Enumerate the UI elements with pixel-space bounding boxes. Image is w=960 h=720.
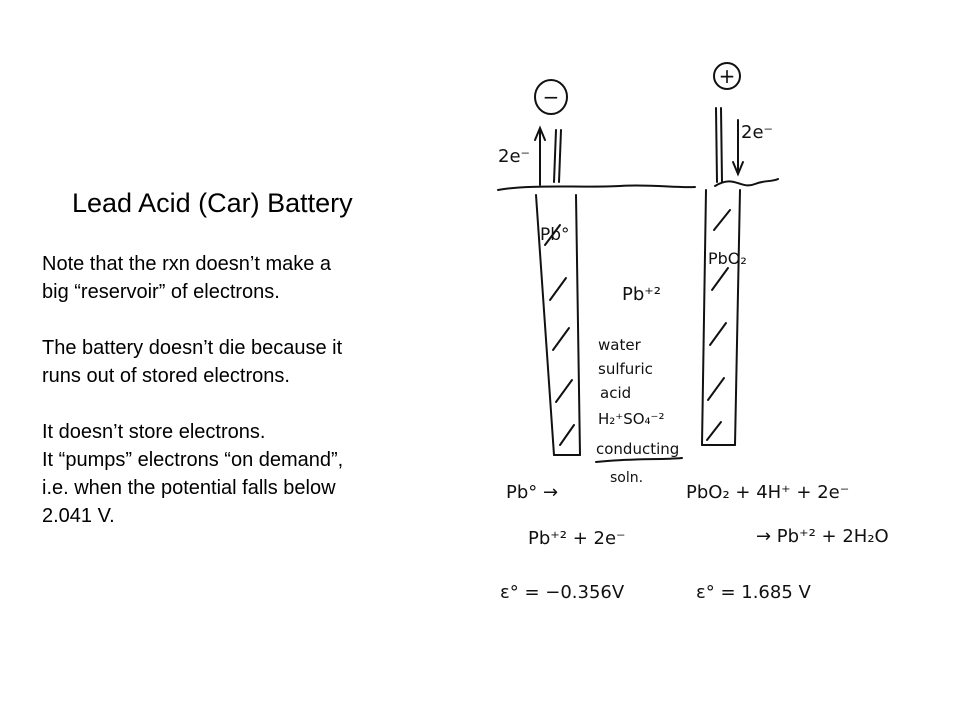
arrow-head — [732, 161, 744, 177]
hatch-line — [706, 421, 722, 441]
hatch-line — [713, 209, 731, 231]
negative-terminal-circle — [534, 79, 568, 115]
cathode-reaction-line: → Pb⁺² + 2H₂O — [756, 526, 889, 547]
slide-body: Note that the rxn doesn’t make a big “re… — [42, 250, 462, 530]
cathode-plate-edge — [734, 189, 741, 446]
hatch-line — [544, 224, 561, 246]
text-line: The battery doesn’t die because it — [42, 337, 343, 359]
conducting-label: conducting — [596, 440, 679, 458]
electrolyte-surface — [714, 178, 779, 187]
cathode-potential: ε° = 1.685 V — [696, 582, 812, 603]
positive-terminal-circle — [713, 62, 741, 90]
lead-ion-label: Pb⁺² — [622, 284, 661, 305]
hatch-line — [552, 327, 570, 351]
wire-line — [553, 129, 557, 183]
text-line: runs out of stored electrons. — [42, 365, 290, 387]
paragraph-pumps: It doesn’t store electrons. It “pumps” e… — [42, 418, 462, 530]
paragraph-battery-death: The battery doesn’t die because it runs … — [42, 334, 462, 390]
anode-label: Pb° — [540, 225, 570, 245]
hatch-line — [559, 424, 575, 446]
hatch-line — [549, 277, 567, 301]
slide-title: Lead Acid (Car) Battery — [72, 188, 353, 218]
electrolyte-line: sulfuric — [598, 360, 653, 378]
electrolyte-surface — [497, 184, 696, 191]
anode-reaction-line: Pb° → — [506, 482, 558, 503]
electron-label-right: 2e⁻ — [741, 122, 773, 143]
paragraph-reservoir: Note that the rxn doesn’t make a big “re… — [42, 250, 462, 306]
plus-sign: + — [719, 64, 736, 88]
text-line: i.e. when the potential falls below — [42, 477, 336, 499]
minus-sign: − — [543, 85, 560, 109]
text-line: It “pumps” electrons “on demand”, — [42, 449, 344, 471]
electron-label-left: 2e⁻ — [498, 146, 530, 167]
electrolyte-line: water — [598, 336, 642, 354]
conducting-underline — [595, 457, 683, 463]
text-line: 2.041 V. — [42, 505, 115, 527]
wire-line — [715, 107, 718, 183]
cathode-label: PbO₂ — [708, 249, 747, 268]
anode-reaction-line: Pb⁺² + 2e⁻ — [528, 528, 626, 549]
cathode-reaction-line: PbO₂ + 4H⁺ + 2e⁻ — [686, 482, 849, 503]
cathode-plate-edge — [701, 189, 707, 446]
hatch-line — [707, 377, 725, 401]
electrolyte-line: H₂⁺SO₄⁻² — [598, 410, 664, 428]
battery-sketch: − + 2e⁻ 2e⁻ Pb° PbO₂ Pb⁺² water sulfuric… — [497, 62, 889, 603]
text-line: It doesn’t store electrons. — [42, 421, 266, 443]
conducting-label: soln. — [610, 470, 643, 486]
hatch-line — [711, 267, 729, 291]
hatch-line — [555, 379, 573, 403]
electrolyte-line: acid — [600, 384, 631, 402]
text-line: big “reservoir” of electrons. — [42, 281, 280, 303]
anode-potential: ε° = −0.356V — [500, 582, 625, 603]
wire-line — [720, 107, 723, 183]
anode-plate-edge — [575, 194, 581, 456]
anode-plate-edge — [535, 194, 555, 456]
hatch-line — [709, 322, 727, 346]
text-line: Note that the rxn doesn’t make a — [42, 253, 332, 275]
arrow-head — [534, 125, 546, 141]
wire-line — [558, 129, 562, 183]
